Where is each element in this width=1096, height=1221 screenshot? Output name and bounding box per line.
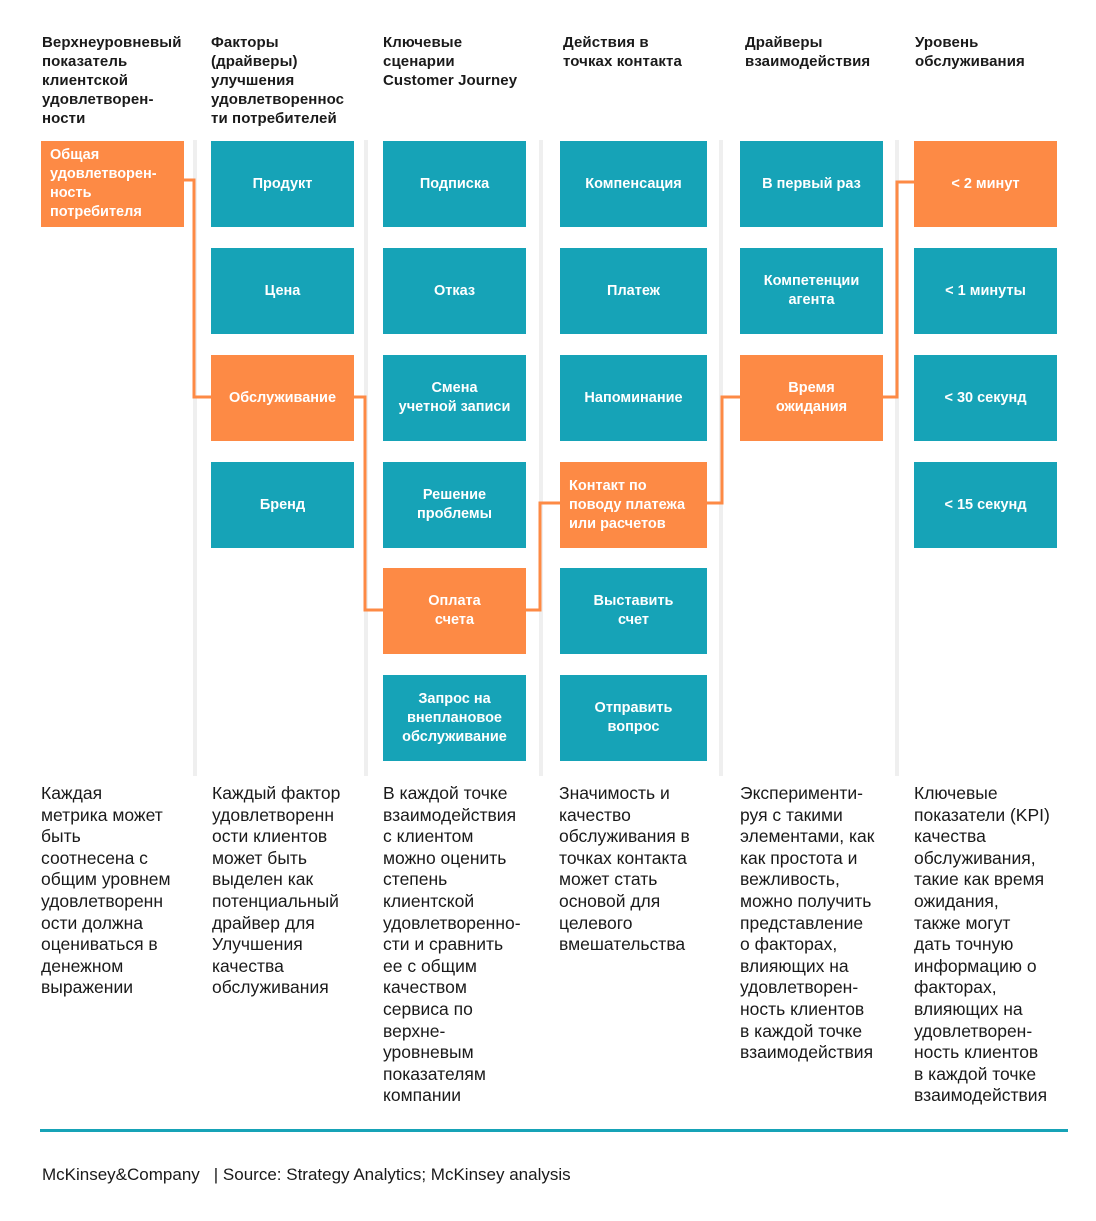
box-under-30-sec: < 30 секунд <box>914 355 1057 441</box>
column-heading-drivers: Факторы (драйверы) улучшения удовлетворе… <box>211 34 345 127</box>
box-compensation: Компенсация <box>560 141 707 227</box>
box-overall-satisfaction: Общая удовлетворен- ность потребителя <box>41 141 184 227</box>
box-payment: Платеж <box>560 248 707 334</box>
column-divider <box>364 140 368 776</box>
column-divider <box>895 140 899 776</box>
box-issue-invoice: Выставить счет <box>560 568 707 654</box>
column-heading-service-level: Уровень обслуживания <box>915 34 1025 70</box>
column-description-scenarios: В каждой точке взаимодействия с клиентом… <box>383 783 521 1106</box>
box-send-question: Отправить вопрос <box>560 675 707 761</box>
box-unscheduled-service: Запрос на внеплановое обслуживание <box>383 675 526 761</box>
box-payment-contact: Контакт по поводу платежа или расчетов <box>560 462 707 548</box>
box-agent-competence: Компетенции агента <box>740 248 883 334</box>
column-heading-actions: Действия в точках контакта <box>563 34 682 70</box>
box-price: Цена <box>211 248 354 334</box>
source-note: | Source: Strategy Analytics; McKinsey a… <box>213 1165 571 1184</box>
box-under-2-min: < 2 минут <box>914 141 1057 227</box>
brand-logo-text: McKinsey&Company <box>42 1165 200 1184</box>
column-divider <box>539 140 543 776</box>
column-description-top-level-metric: Каждая метрика может быть соотнесена с о… <box>41 783 171 998</box>
box-cancellation: Отказ <box>383 248 526 334</box>
box-reminder: Напоминание <box>560 355 707 441</box>
highlight-connector-line <box>354 395 383 612</box>
box-subscription: Подписка <box>383 141 526 227</box>
box-under-1-min: < 1 минуты <box>914 248 1057 334</box>
box-service: Обслуживание <box>211 355 354 441</box>
column-description-interaction-drivers: Эксперименти- руя с такими элементами, к… <box>740 783 875 1063</box>
column-description-actions: Значимость и качество обслуживания в точ… <box>559 783 690 955</box>
box-account-change: Смена учетной записи <box>383 355 526 441</box>
box-wait-time: Время ожидания <box>740 355 883 441</box>
column-description-service-level: Ключевые показатели (KPI) качества обслу… <box>914 783 1050 1106</box>
highlight-connector-line <box>184 178 211 399</box>
column-divider <box>193 140 197 776</box>
box-first-time: В первый раз <box>740 141 883 227</box>
box-bill-payment: Оплата счета <box>383 568 526 654</box>
column-divider <box>719 140 723 776</box>
footer-rule <box>40 1129 1068 1132</box>
box-under-15-sec: < 15 секунд <box>914 462 1057 548</box>
box-problem-solving: Решение проблемы <box>383 462 526 548</box>
column-heading-interaction-drivers: Драйверы взаимодействия <box>745 34 871 70</box>
column-description-drivers: Каждый фактор удовлетворенн ости клиенто… <box>212 783 341 998</box>
footer: McKinsey&Company | Source: Strategy Analy… <box>42 1165 571 1185</box>
highlight-connector-line <box>707 395 740 505</box>
column-heading-top-level-metric: Верхнеуровневый показатель клиентской уд… <box>42 34 182 127</box>
box-product: Продукт <box>211 141 354 227</box>
column-heading-scenarios: Ключевые сценарии Customer Journey <box>383 34 518 89</box>
box-brand: Бренд <box>211 462 354 548</box>
